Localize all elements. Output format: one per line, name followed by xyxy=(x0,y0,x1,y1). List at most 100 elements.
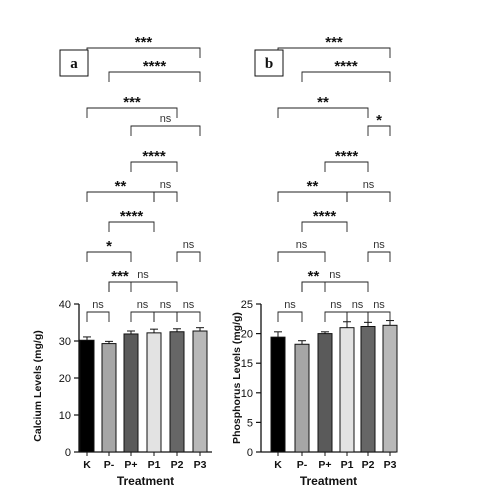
significance-bracket xyxy=(324,161,369,172)
y-tick-label: 30 xyxy=(59,336,71,348)
y-tick-label: 10 xyxy=(59,410,71,422)
significance-label: *** xyxy=(111,268,129,285)
y-axis-title: Phosphorus Levels (mg/g) xyxy=(231,312,243,444)
significance-bracket xyxy=(367,311,391,322)
x-tick-label-P3: P3 xyxy=(194,459,207,471)
significance-bracket xyxy=(301,221,348,232)
panel-label-box xyxy=(59,49,89,77)
bar-P+ xyxy=(123,333,139,453)
significance-bracket xyxy=(301,281,369,292)
significance-bracket xyxy=(301,71,391,82)
x-tick-label-P-: P- xyxy=(104,459,115,471)
bar-P1 xyxy=(146,332,162,453)
significance-bracket xyxy=(153,311,178,322)
significance-bracket xyxy=(153,191,178,202)
x-tick-label-P-: P- xyxy=(297,459,308,471)
significance-bracket xyxy=(108,71,201,82)
y-tick-label: 0 xyxy=(247,447,253,459)
significance-bracket xyxy=(367,251,391,262)
panel-label: a xyxy=(70,56,78,72)
bar-P- xyxy=(294,343,310,453)
significance-label: **** xyxy=(334,58,358,75)
significance-label: ns xyxy=(352,299,364,311)
y-axis-title: Calcium Levels (mg/g) xyxy=(32,330,44,441)
y-tick-label: 15 xyxy=(241,358,253,370)
y-tick-label: 40 xyxy=(59,299,71,311)
bar-P1 xyxy=(339,327,355,453)
significance-label: ns xyxy=(329,269,341,281)
significance-bracket xyxy=(324,311,348,322)
significance-label: ns xyxy=(183,299,195,311)
x-axis-title: Treatment xyxy=(117,474,174,488)
significance-bracket xyxy=(130,161,178,172)
significance-label: *** xyxy=(135,34,153,51)
significance-label: ** xyxy=(308,268,320,285)
x-tick-label-P2: P2 xyxy=(171,459,184,471)
y-tick-label: 25 xyxy=(241,299,253,311)
y-tick-label: 5 xyxy=(247,417,253,429)
significance-bracket xyxy=(130,311,155,322)
significance-label: **** xyxy=(120,208,144,225)
panel-label-box xyxy=(254,49,284,77)
significance-bracket xyxy=(176,251,201,262)
significance-bracket xyxy=(277,311,303,322)
significance-label: ns xyxy=(363,179,375,191)
significance-bracket xyxy=(86,311,110,322)
significance-bracket xyxy=(108,221,155,232)
y-tick-label: 0 xyxy=(65,447,71,459)
significance-bracket xyxy=(108,281,178,292)
significance-label: * xyxy=(376,112,382,129)
significance-bracket xyxy=(277,251,326,262)
significance-label: ns xyxy=(183,239,195,251)
significance-label: ns xyxy=(296,239,308,251)
significance-label: ns xyxy=(284,299,296,311)
x-tick-label-P1: P1 xyxy=(148,459,161,471)
significance-label: * xyxy=(106,238,112,255)
significance-label: ns xyxy=(373,299,385,311)
significance-bracket xyxy=(86,251,132,262)
significance-bracket xyxy=(130,125,201,136)
y-tick-label: 20 xyxy=(59,373,71,385)
bar-K xyxy=(79,339,95,453)
significance-label: ns xyxy=(373,239,385,251)
significance-label: ns xyxy=(137,269,149,281)
significance-label: ns xyxy=(160,299,172,311)
significance-label: ns xyxy=(160,179,172,191)
significance-label: ** xyxy=(317,94,329,111)
significance-bracket xyxy=(277,107,369,118)
x-tick-label-P+: P+ xyxy=(124,459,137,471)
significance-label: ** xyxy=(307,178,319,195)
bar-P2 xyxy=(360,325,376,453)
bar-P3 xyxy=(382,324,398,453)
significance-label: **** xyxy=(335,148,359,165)
significance-bracket xyxy=(346,191,391,202)
bar-P2 xyxy=(169,331,185,453)
significance-label: **** xyxy=(142,148,166,165)
x-tick-label-K: K xyxy=(274,459,282,471)
significance-bracket xyxy=(86,107,178,118)
significance-label: *** xyxy=(325,34,343,51)
significance-label: **** xyxy=(143,58,167,75)
significance-label: ns xyxy=(160,113,172,125)
significance-label: ** xyxy=(115,178,127,195)
bar-K xyxy=(270,336,286,453)
significance-label: **** xyxy=(313,208,337,225)
x-tick-label-P2: P2 xyxy=(362,459,375,471)
bar-P+ xyxy=(317,333,333,453)
x-tick-label-P3: P3 xyxy=(384,459,397,471)
x-tick-label-P1: P1 xyxy=(341,459,354,471)
y-tick-label: 20 xyxy=(241,329,253,341)
significance-label: ns xyxy=(137,299,149,311)
y-tick-label: 10 xyxy=(241,388,253,400)
significance-bracket xyxy=(346,311,369,322)
significance-label: ns xyxy=(330,299,342,311)
significance-bracket xyxy=(367,125,391,136)
panel-label: b xyxy=(265,56,273,72)
x-tick-label-P+: P+ xyxy=(318,459,331,471)
bar-P- xyxy=(101,343,117,453)
significance-label: *** xyxy=(123,94,141,111)
x-axis-title: Treatment xyxy=(300,474,357,488)
